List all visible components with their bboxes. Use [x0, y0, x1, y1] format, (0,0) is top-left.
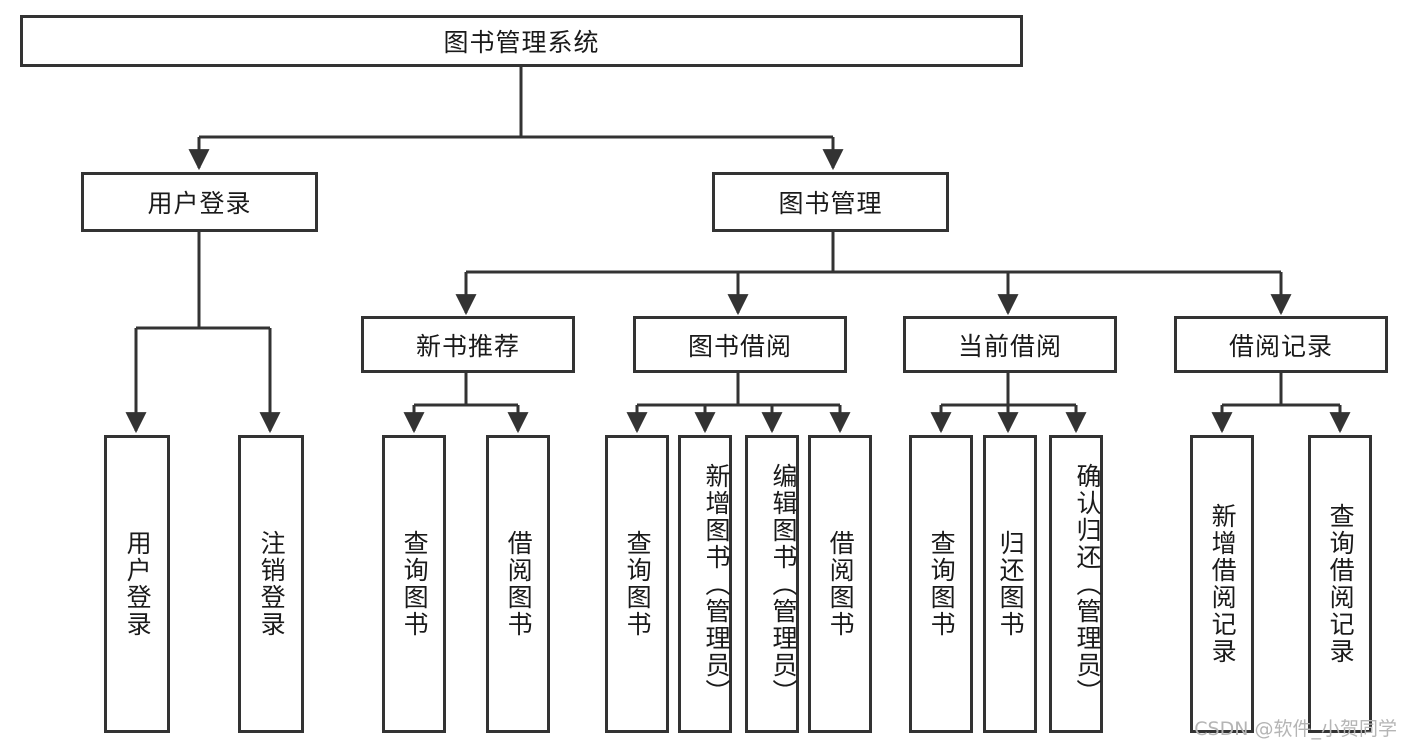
node-borrow-record[interactable]: 借阅记录 [1174, 316, 1388, 373]
node-current-borrow[interactable]: 当前借阅 [903, 316, 1117, 373]
node-label: 查询图书 [623, 530, 653, 638]
node-label: 借阅图书 [504, 530, 534, 638]
node-label: 查询借阅记录 [1326, 503, 1356, 665]
leaf-return-book[interactable]: 归还图书 [983, 435, 1037, 733]
node-label: 新增图书（管理员） [702, 462, 731, 706]
node-label: 新书推荐 [415, 331, 520, 361]
node-label: 归还图书 [996, 530, 1026, 638]
leaf-query-book-recommend[interactable]: 查询图书 [382, 435, 446, 733]
node-label: 确认归还（管理员） [1073, 462, 1102, 706]
node-label: 查询图书 [400, 530, 430, 638]
leaf-edit-book-admin[interactable]: 编辑图书（管理员） [745, 435, 799, 733]
node-label: 查询图书 [927, 530, 957, 638]
node-label: 用户登录 [147, 189, 252, 218]
leaf-borrow-book-recommend[interactable]: 借阅图书 [486, 435, 550, 733]
leaf-query-book-current[interactable]: 查询图书 [909, 435, 973, 733]
leaf-borrow-book[interactable]: 借阅图书 [808, 435, 872, 733]
leaf-add-borrow-record[interactable]: 新增借阅记录 [1190, 435, 1254, 733]
leaf-add-book-admin[interactable]: 新增图书（管理员） [678, 435, 732, 733]
node-label: 注销登录 [257, 530, 287, 638]
node-label: 借阅记录 [1228, 331, 1333, 361]
node-label: 当前借阅 [957, 331, 1062, 361]
node-label: 新增借阅记录 [1208, 503, 1238, 665]
leaf-logout[interactable]: 注销登录 [238, 435, 304, 733]
node-user-login[interactable]: 用户登录 [81, 172, 318, 232]
node-book-management[interactable]: 图书管理 [712, 172, 949, 232]
leaf-confirm-return-admin[interactable]: 确认归还（管理员） [1049, 435, 1103, 733]
node-label: 图书借阅 [687, 331, 792, 361]
node-label: 借阅图书 [826, 530, 856, 638]
leaf-user-login[interactable]: 用户登录 [104, 435, 170, 733]
node-label: 图书管理 [778, 189, 883, 218]
csdn-watermark: CSDN @软件_小贺同学 [1194, 718, 1397, 740]
node-label: 编辑图书（管理员） [769, 462, 798, 706]
node-label: 用户登录 [123, 530, 153, 638]
node-root-book-management-system[interactable]: 图书管理系统 [20, 15, 1023, 67]
leaf-query-book-borrow[interactable]: 查询图书 [605, 435, 669, 733]
node-book-borrow[interactable]: 图书借阅 [633, 316, 847, 373]
node-new-book-recommend[interactable]: 新书推荐 [361, 316, 575, 373]
node-label: 图书管理系统 [443, 28, 600, 57]
leaf-query-borrow-record[interactable]: 查询借阅记录 [1308, 435, 1372, 733]
